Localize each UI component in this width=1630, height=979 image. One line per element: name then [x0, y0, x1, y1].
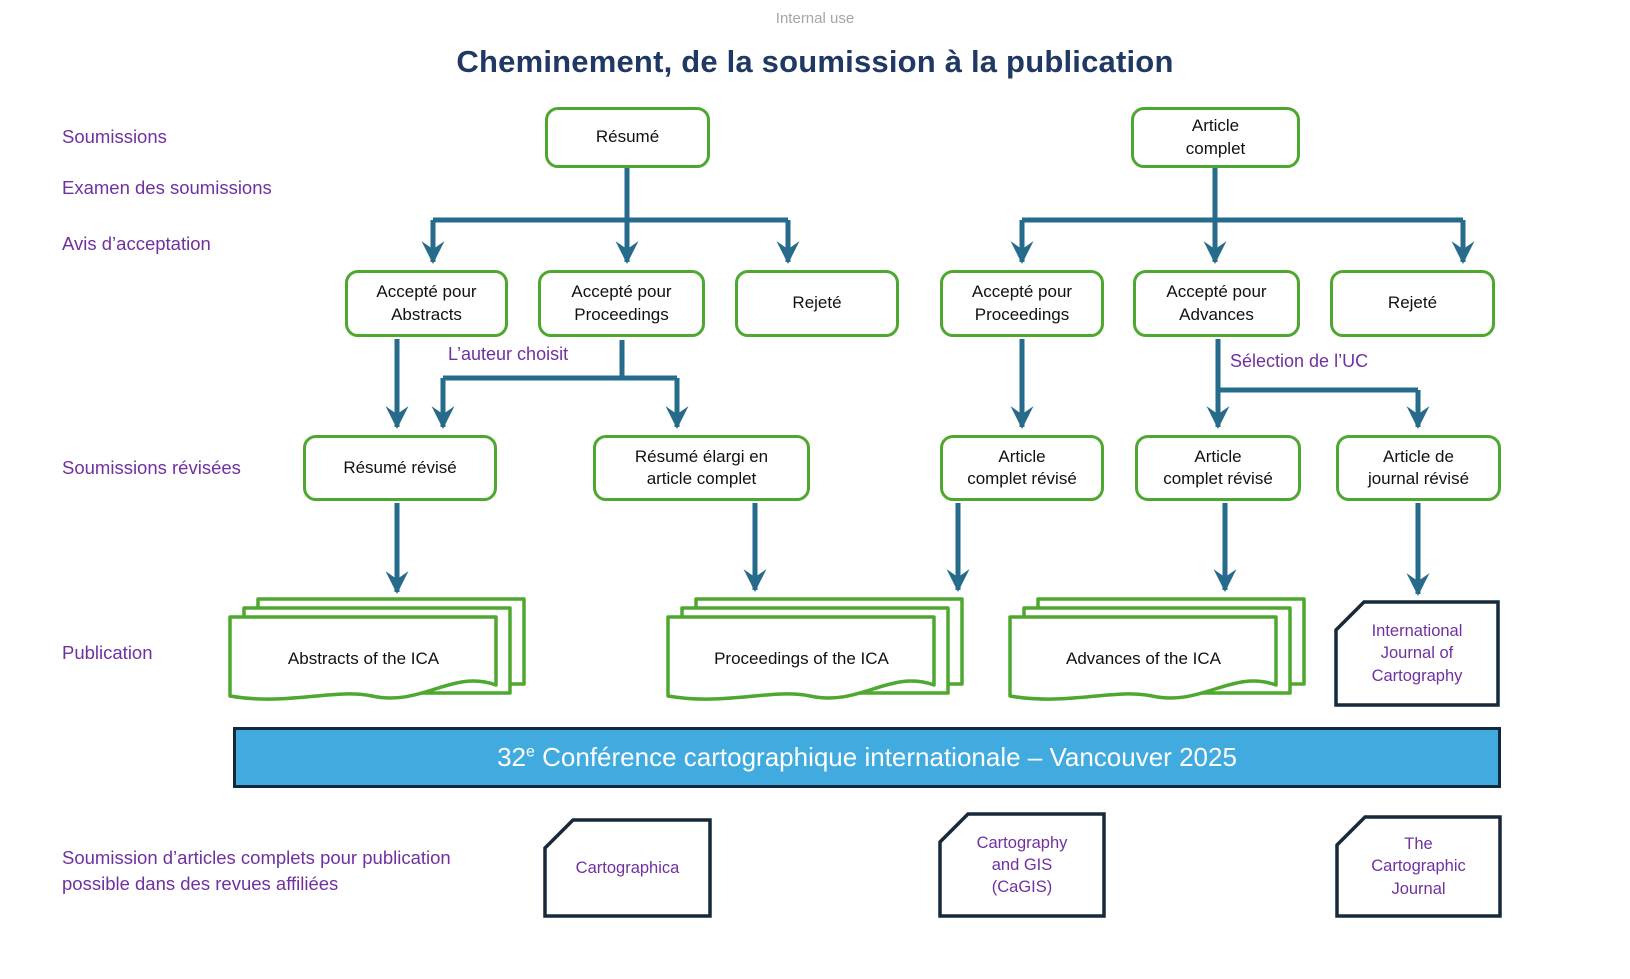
journal-cartographica-label: Cartographica [575, 858, 680, 877]
page-title: Cheminement, de la soumission à la publi… [456, 44, 1174, 79]
ijc-shape [1334, 600, 1500, 707]
stage-label-soumissions: Soumissions [62, 126, 167, 147]
banner-text: 32e Conférence cartographique internatio… [497, 742, 1237, 772]
node-article-complet-revise-2: Article complet révisé [1135, 435, 1301, 501]
annotation-author-choice: L’auteur choisit [448, 344, 569, 364]
journal-shapes [543, 600, 1502, 918]
classification-label: Internal use [775, 10, 855, 27]
node-accepte-proceedings-right: Accepté pour Proceedings [940, 270, 1104, 337]
stage-label-publication: Publication [62, 642, 153, 663]
node-accepte-proceedings-left: Accepté pour Proceedings [538, 270, 705, 337]
author-choice-branch [443, 340, 677, 381]
node-resume-elargi: Résumé élargi en article complet [593, 435, 810, 501]
conference-banner: 32e Conférence cartographique internatio… [233, 727, 1501, 788]
publication-ijc-label: International Journal of Cartography [1371, 622, 1463, 685]
annotation-uc-selection: Sélection de l’UC [1230, 351, 1369, 371]
journal-cagis-label: Cartography and GIS (CaGIS) [976, 833, 1068, 897]
node-article-complet-revise-1: Article complet révisé [940, 435, 1104, 501]
publication-abstracts-label: Abstracts of the ICA [287, 648, 440, 668]
stage-label-examen: Examen des soumissions [62, 177, 272, 198]
node-resume-revise: Résumé révisé [303, 435, 497, 501]
publication-advances-label: Advances of the ICA [1066, 648, 1221, 668]
node-rejete-right: Rejeté [1330, 270, 1495, 337]
journal-tcj-label: The Cartographic Journal [1371, 835, 1466, 898]
cartographica-shape [543, 818, 712, 918]
publication-proceedings-label: Proceedings of the ICA [714, 648, 889, 668]
node-article-journal-revise: Article de journal révisé [1336, 435, 1501, 501]
connector-arrows [385, 168, 1475, 597]
node-accepte-advances: Accepté pour Advances [1133, 270, 1300, 337]
stage-label-affiliated-note: Soumission d’articles complets pour publ… [62, 847, 451, 894]
node-rejete-left: Rejeté [735, 270, 899, 337]
node-accepte-abstracts: Accepté pour Abstracts [345, 270, 508, 337]
connector-lines [433, 217, 1463, 393]
stage-label-soumissions-revisees: Soumissions révisées [62, 457, 241, 478]
cagis-shape [938, 812, 1106, 918]
node-resume: Résumé [545, 107, 710, 168]
node-article-complet: Article complet [1131, 107, 1300, 168]
stage-label-avis-acceptation: Avis d’acceptation [62, 233, 211, 254]
tcj-shape [1335, 815, 1502, 918]
